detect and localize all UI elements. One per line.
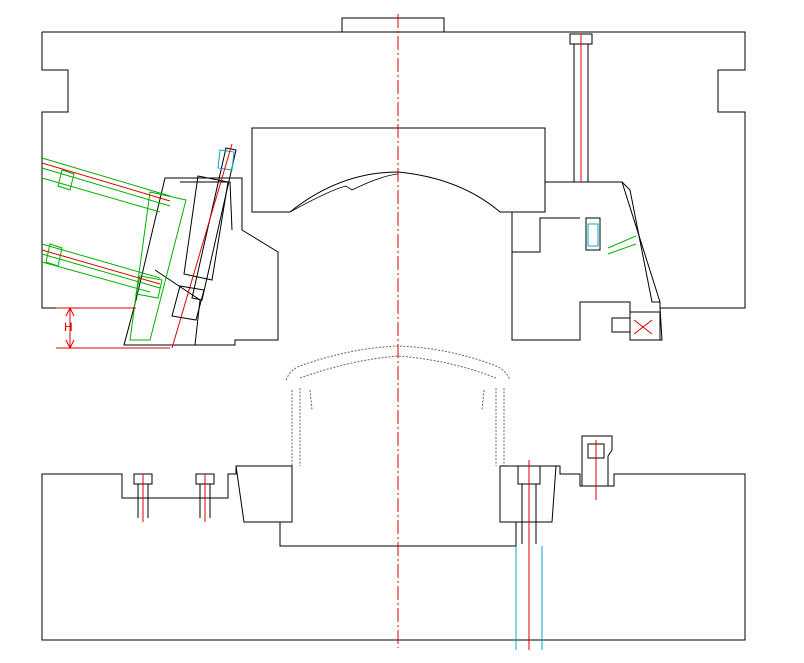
dimension-h: H	[56, 306, 170, 350]
spring-block	[611, 317, 631, 333]
upper-mold-plate	[41, 17, 746, 341]
dimension-label: H	[64, 320, 73, 334]
angle-pin	[171, 143, 237, 349]
lower-mold-plate	[41, 465, 746, 641]
locating-ring	[341, 17, 445, 33]
lower-bolts	[133, 435, 613, 650]
lifter-rods	[41, 157, 187, 341]
right-slider	[569, 33, 661, 341]
left-slider	[123, 177, 279, 346]
